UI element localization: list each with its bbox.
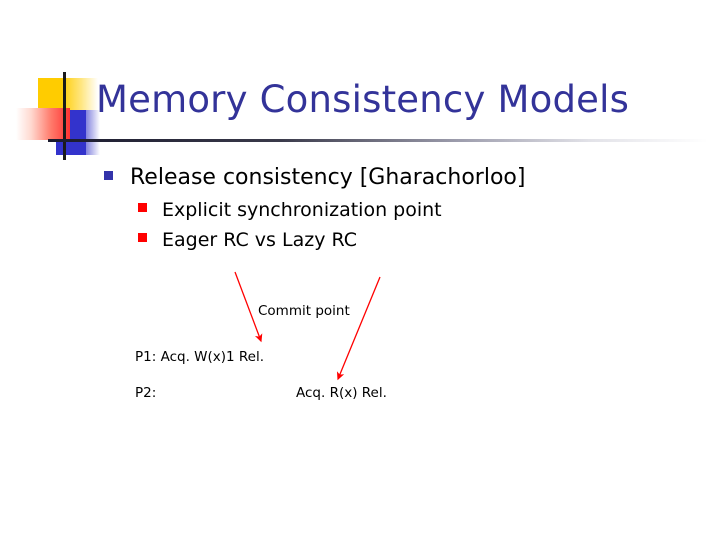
bullet-square-icon (138, 233, 147, 242)
list-item: Eager RC vs Lazy RC (0, 226, 720, 254)
list-item-label: Release consistency [Gharachorloo] (130, 165, 526, 190)
bullet-square-icon (138, 203, 147, 212)
timeline-p1-process: P1: (135, 349, 157, 365)
list-item-label: Eager RC vs Lazy RC (162, 229, 358, 251)
list-item-label: Explicit synchronization point (162, 199, 442, 221)
timeline-p1-label: P1: Acq. W(x)1 Rel. (135, 349, 264, 365)
bullet-square-icon (104, 171, 113, 180)
timeline-p1-ops: Acq. W(x)1 Rel. (160, 349, 265, 365)
timeline-p2-ops: Acq. R(x) Rel. (296, 385, 387, 401)
title-underline-rule (48, 139, 708, 142)
page-title: Memory Consistency Models (96, 78, 630, 121)
commit-point-annotation: Commit point (258, 303, 350, 319)
vertical-rule-icon (63, 72, 66, 160)
arrow-to-p2-commit-icon (336, 276, 381, 381)
list-item: Explicit synchronization point (0, 196, 720, 224)
arrow-to-p1-commit-icon (234, 271, 263, 343)
timeline-p2-label: P2: (135, 385, 157, 401)
red-block-icon (16, 108, 70, 140)
list-item: Release consistency [Gharachorloo] (0, 163, 720, 193)
slide-body: Release consistency [Gharachorloo] Expli… (0, 163, 720, 256)
